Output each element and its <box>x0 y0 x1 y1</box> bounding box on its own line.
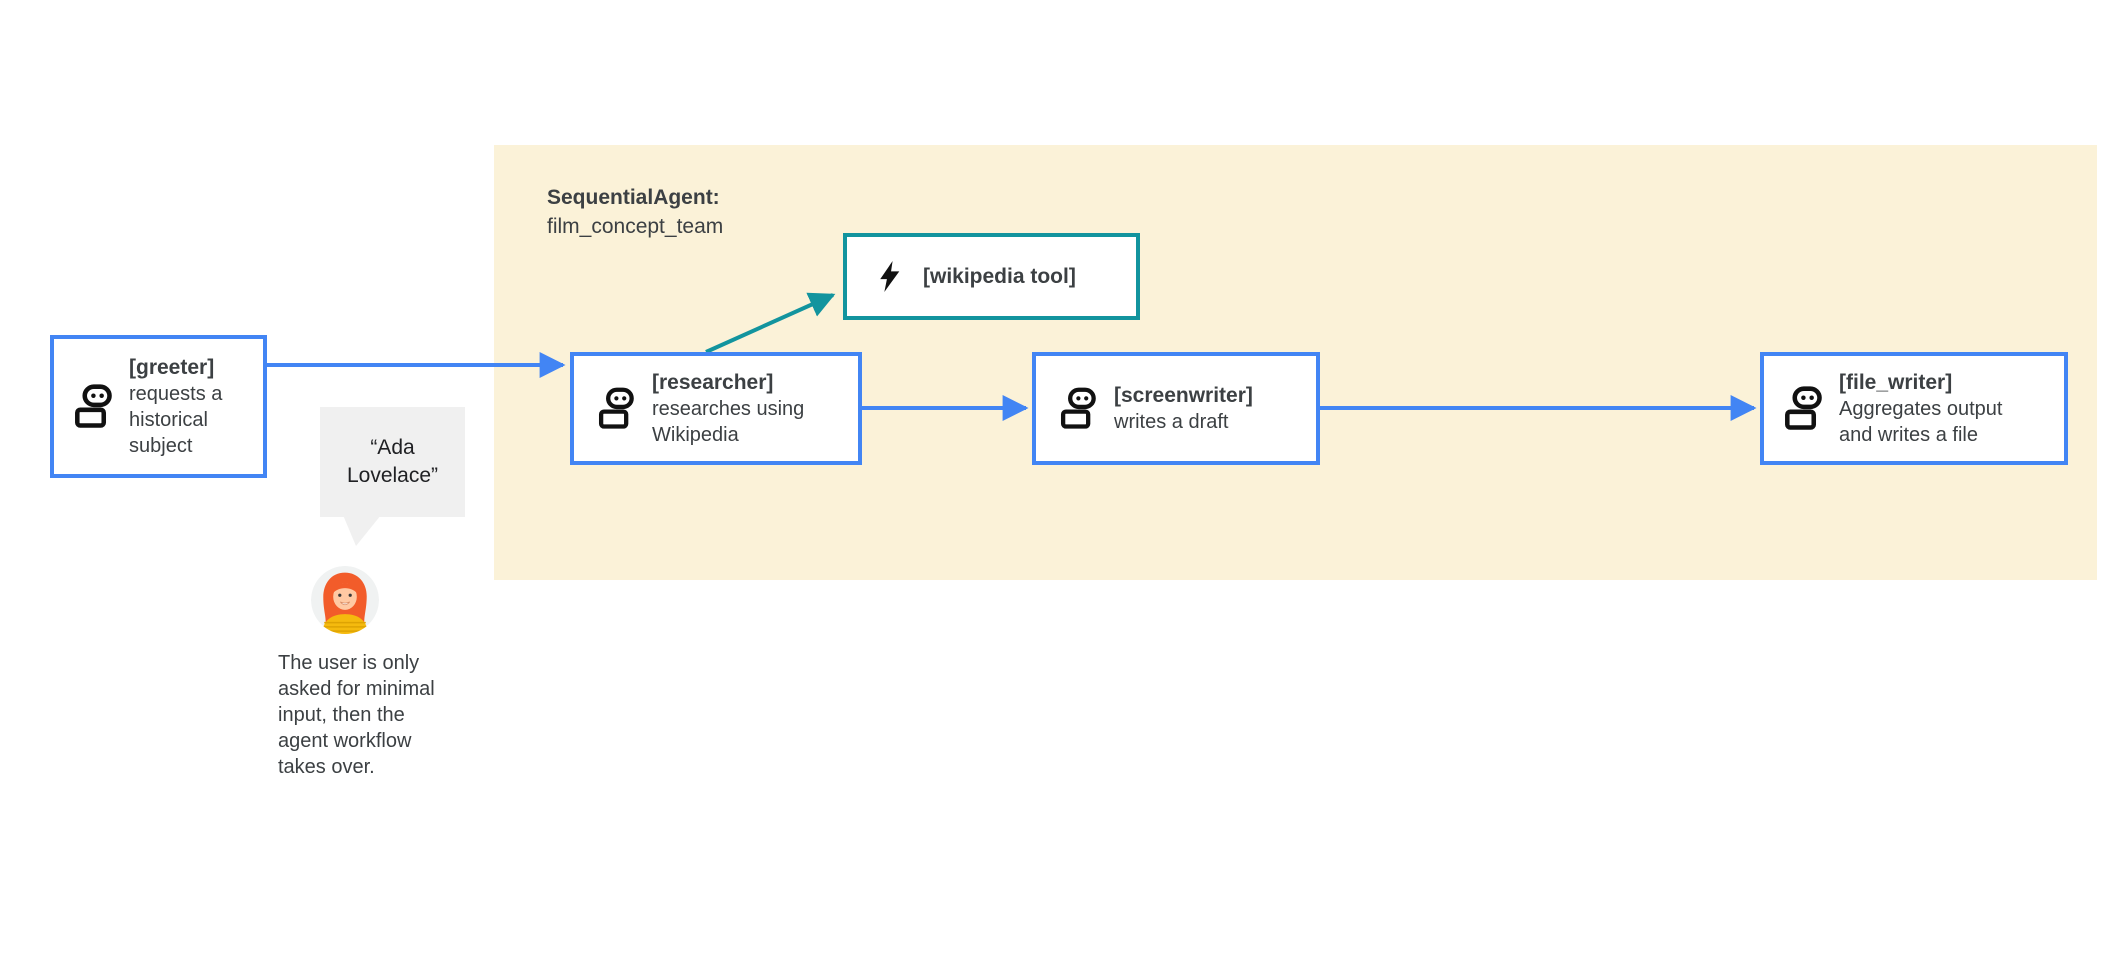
caption-line: The user is only <box>278 652 420 674</box>
speech-bubble-tail <box>343 515 381 546</box>
caption-line: agent workflow <box>278 730 412 752</box>
robot-icon <box>598 387 634 429</box>
node-desc-line: historical <box>129 409 208 431</box>
node-title: [file_writer] <box>1839 371 1953 394</box>
node-title: [greeter] <box>129 356 215 379</box>
caption-line: asked for minimal <box>278 678 435 700</box>
node-title: [screenwriter] <box>1114 384 1253 407</box>
user-speech-bubble: “Ada Lovelace” <box>320 407 465 517</box>
node-desc-line: researches using <box>652 398 805 420</box>
shirt <box>322 614 368 634</box>
robot-icon <box>75 384 112 428</box>
agent-node-researcher: [researcher] researches using Wikipedia <box>570 352 862 465</box>
node-title: [wikipedia tool] <box>923 265 1076 288</box>
node-desc-line: Aggregates output <box>1839 398 2003 420</box>
sequential-agent-name: film_concept_team <box>547 215 724 238</box>
user-caption: The user is only asked for minimal input… <box>278 650 435 780</box>
robot-icon <box>1060 387 1096 429</box>
node-title: [researcher] <box>652 371 774 394</box>
caption-line: input, then the <box>278 704 405 726</box>
sequential-agent-title: SequentialAgent: <box>547 186 720 209</box>
hair-bangs <box>332 583 358 594</box>
sequential-agent-label: SequentialAgent: film_concept_team <box>547 183 723 241</box>
node-desc-line: writes a draft <box>1114 411 1229 433</box>
agent-node-greeter: [greeter] requests a historical subject <box>50 335 267 478</box>
speech-line: “Ada <box>370 436 415 459</box>
agent-node-screenwriter: [screenwriter] writes a draft <box>1032 352 1320 465</box>
lightning-bolt-icon <box>880 261 900 292</box>
caption-line: takes over. <box>278 756 375 778</box>
robot-icon <box>1785 386 1822 430</box>
node-desc-line: Wikipedia <box>652 424 739 446</box>
tool-node-wikipedia: [wikipedia tool] <box>843 233 1140 320</box>
speech-line: Lovelace” <box>346 464 439 487</box>
user-avatar <box>311 566 379 634</box>
node-desc-line: subject <box>129 435 193 457</box>
node-desc-line: and writes a file <box>1839 424 1978 446</box>
node-desc-line: requests a <box>129 383 223 405</box>
agent-node-file-writer: [file_writer] Aggregates output and writ… <box>1760 352 2068 465</box>
